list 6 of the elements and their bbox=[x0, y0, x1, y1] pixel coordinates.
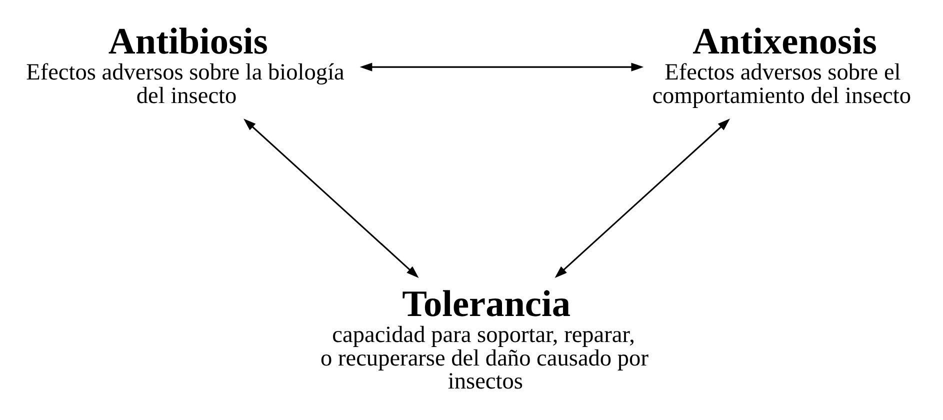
arrow bbox=[359, 62, 644, 72]
arrow bbox=[243, 118, 418, 278]
node-text: Tolerancia capacidad para soportar, reparar, o recuperarse del daño causado por insectos bbox=[320, 284, 648, 395]
node-text: Antibiosis Efectos adversos sobre la biología del insecto bbox=[26, 21, 344, 109]
arrow bbox=[554, 118, 730, 278]
node-text: Antixenosis Efectos adversos sobre el comportamiento del insecto bbox=[652, 21, 911, 109]
